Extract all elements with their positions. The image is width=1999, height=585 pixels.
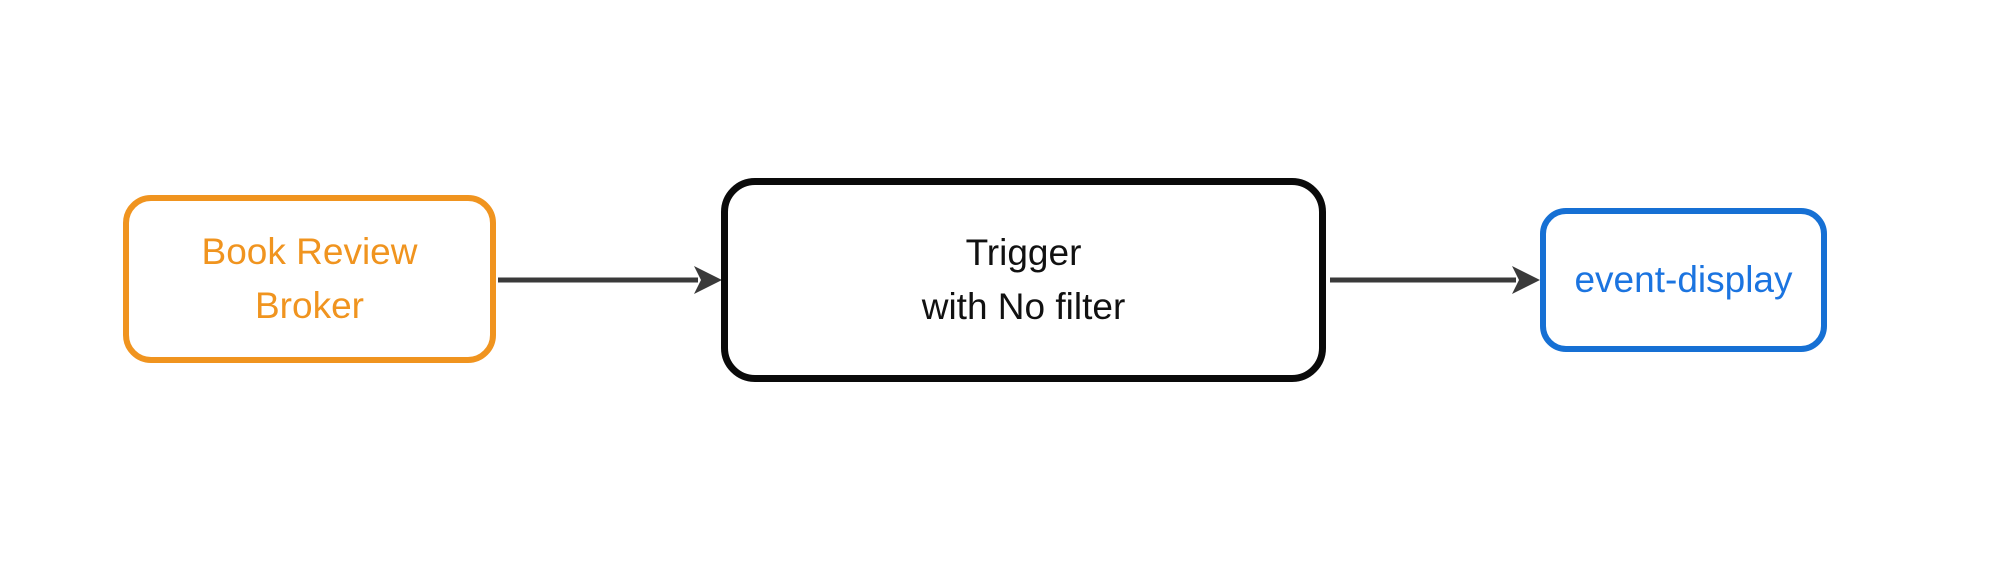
label-line-1: Trigger — [965, 232, 1082, 273]
arrow-trigger-to-event-display — [1330, 266, 1540, 294]
node-trigger-label: Trigger with No filter — [922, 226, 1126, 334]
arrow-broker-to-trigger — [498, 266, 722, 294]
node-trigger-no-filter: Trigger with No filter — [721, 178, 1326, 382]
label-line-1: event-display — [1574, 259, 1793, 300]
arrowhead-icon — [1512, 266, 1540, 294]
label-line-1: Book Review — [201, 231, 418, 272]
node-event-display: event-display — [1540, 208, 1827, 352]
arrowhead-icon — [694, 266, 722, 294]
node-book-review-broker-label: Book Review Broker — [202, 225, 418, 333]
node-book-review-broker: Book Review Broker — [123, 195, 496, 363]
node-event-display-label: event-display — [1574, 253, 1792, 307]
label-line-2: Broker — [255, 285, 364, 326]
label-line-2: with No filter — [921, 286, 1126, 327]
